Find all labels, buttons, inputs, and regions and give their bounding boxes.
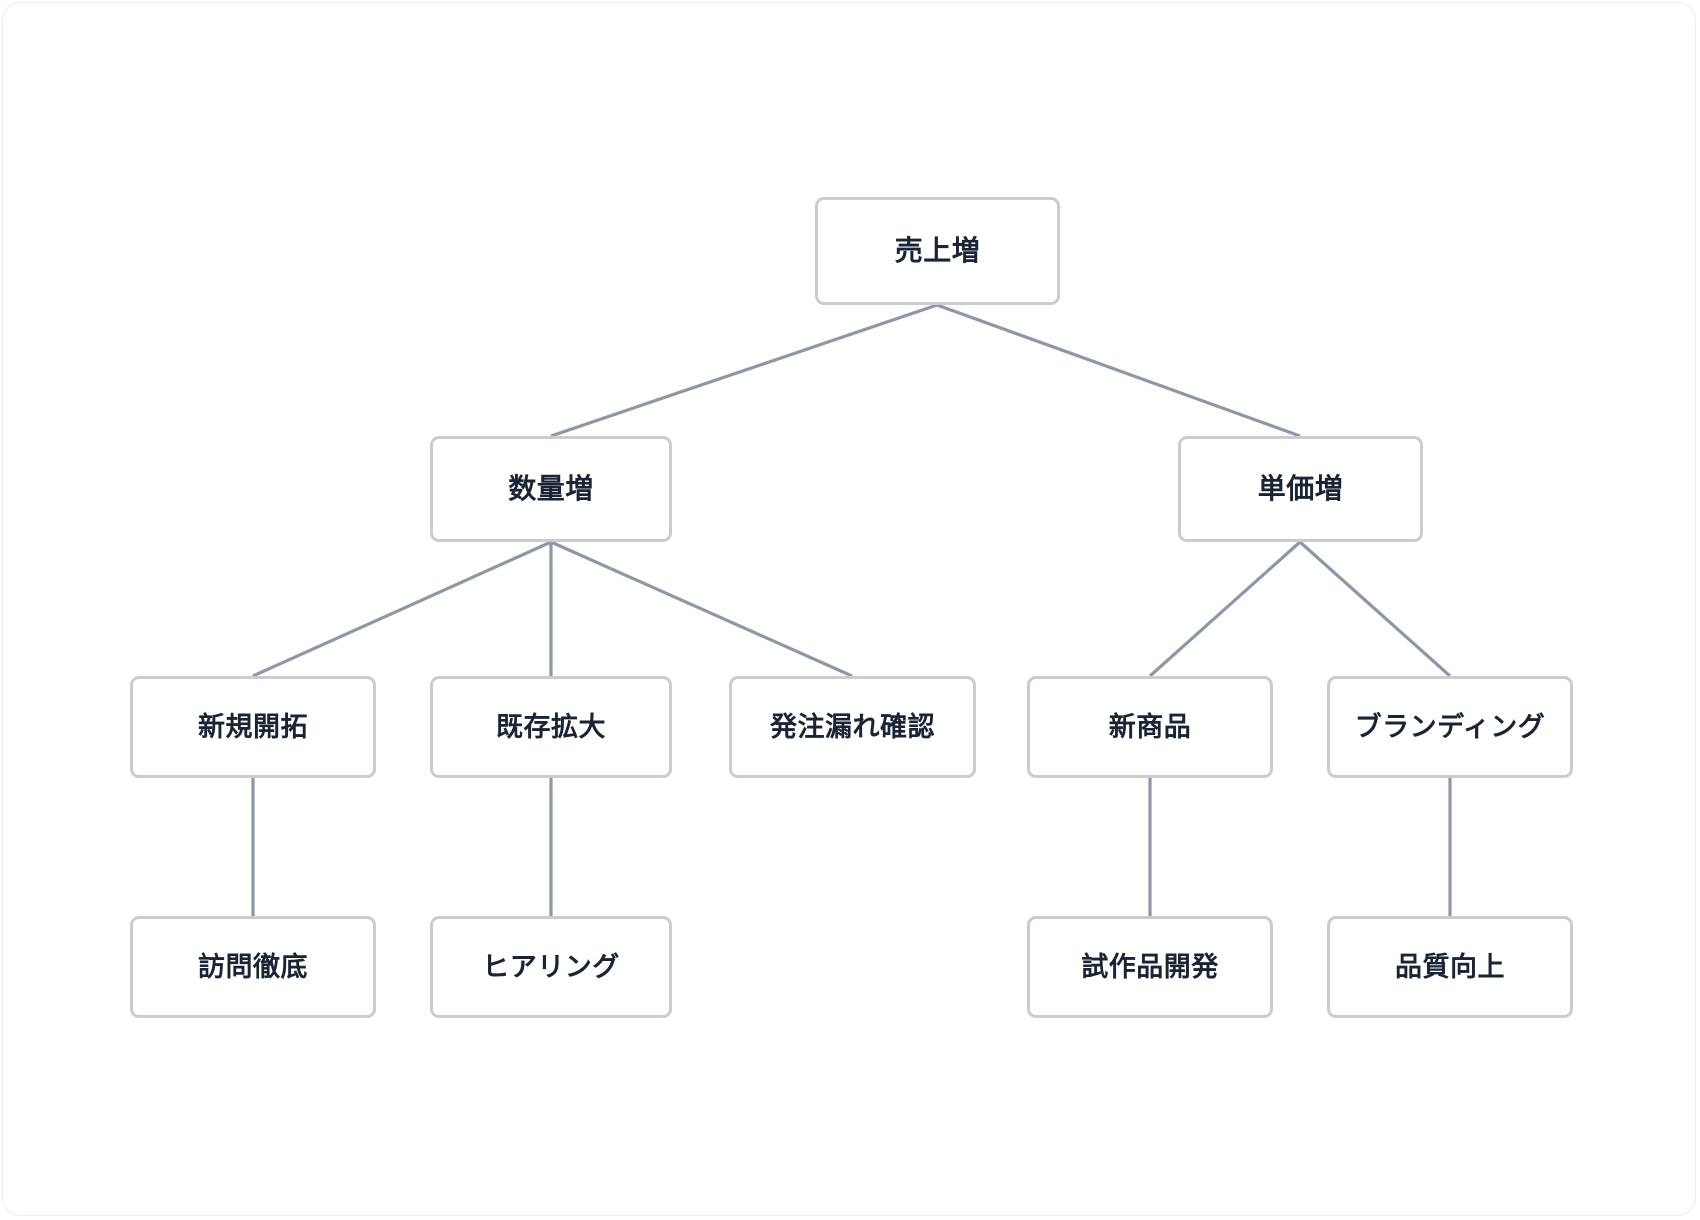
node-label-root: 売上増 [894,235,981,267]
node-label-quality: 品質向上 [1395,951,1505,982]
edge-qty-to-new-dev [252,540,552,678]
node-expand[interactable]: 既存拡大 [430,676,672,778]
node-branding[interactable]: ブランディング [1327,676,1573,778]
node-hearing[interactable]: ヒアリング [430,916,672,1018]
edge-price-to-branding [1298,540,1452,678]
edge-group [251,303,1452,916]
node-label-order-check: 発注漏れ確認 [770,711,935,742]
node-new-dev[interactable]: 新規開拓 [130,676,376,778]
node-root[interactable]: 売上増 [815,197,1060,305]
node-visit[interactable]: 訪問徹底 [130,916,376,1018]
edge-root-to-qty [550,303,938,438]
node-label-price: 単価増 [1257,473,1344,505]
node-label-new-product: 新商品 [1108,711,1192,742]
node-quality[interactable]: 品質向上 [1327,916,1573,1018]
node-qty[interactable]: 数量増 [430,436,672,542]
node-price[interactable]: 単価増 [1178,436,1423,542]
edge-root-to-price [936,303,1301,438]
edge-qty-to-order-check [550,540,853,678]
node-label-new-dev: 新規開拓 [198,711,308,742]
node-label-expand: 既存拡大 [496,711,606,742]
node-label-branding: ブランディング [1354,711,1546,742]
edge-price-to-new-product [1148,540,1302,678]
node-order-check[interactable]: 発注漏れ確認 [729,676,976,778]
node-prototype[interactable]: 試作品開発 [1027,916,1273,1018]
node-new-product[interactable]: 新商品 [1027,676,1273,778]
node-label-prototype: 試作品開発 [1081,951,1219,982]
node-label-visit: 訪問徹底 [198,951,308,982]
node-label-hearing: ヒアリング [482,951,620,982]
node-label-qty: 数量増 [508,473,594,505]
